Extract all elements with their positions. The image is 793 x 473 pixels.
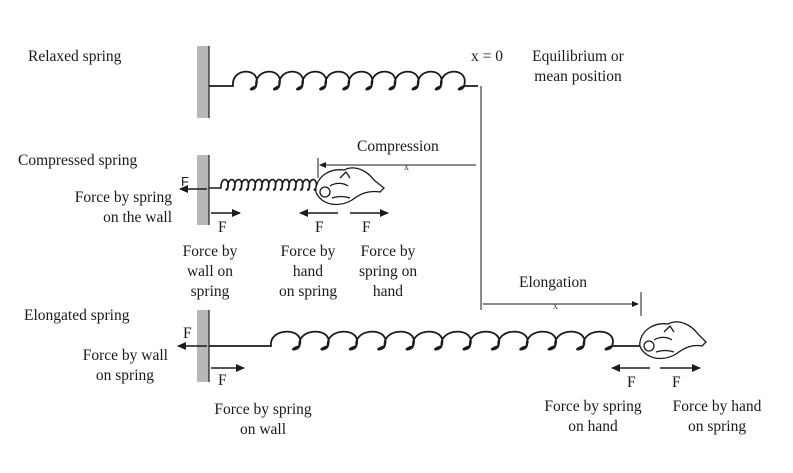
compressed-force-f-wall: F xyxy=(181,174,189,189)
spring-on-hand-line1: Force by xyxy=(360,243,416,260)
relaxed-spring-label: Relaxed spring xyxy=(28,48,122,65)
elong-wall-on-spring-line2: on spring xyxy=(95,367,154,384)
compressed-wall xyxy=(197,155,209,225)
wall-on-spring-line2: wall on xyxy=(186,263,234,280)
elong-f-wall-left: F xyxy=(183,325,192,342)
elong-f-hand-right: F xyxy=(672,374,681,391)
x0-label: x = 0 xyxy=(471,48,503,65)
elong-spring-on-wall-line2: on wall xyxy=(239,421,287,438)
elong-spring-on-hand-line2: on hand xyxy=(568,418,618,435)
wall-on-spring-line1: Force by xyxy=(182,243,238,260)
relaxed-coil xyxy=(209,70,478,91)
elong-f-hand-left: F xyxy=(627,374,636,391)
compressing-hand xyxy=(315,167,385,206)
elong-hand-on-spring-line2: on spring xyxy=(687,418,747,435)
force-spring-on-wall-line2: on the wall xyxy=(103,209,172,226)
force-spring-on-wall-line1: Force by spring xyxy=(74,189,172,206)
elong-wall-on-spring-line1: Force by wall xyxy=(82,347,168,364)
elongated-coil xyxy=(209,330,640,351)
equilibrium-label-line1: Equilibrium or xyxy=(532,48,624,65)
spring-on-hand-line2: spring on xyxy=(358,263,418,280)
elongation-label: Elongation xyxy=(519,274,588,291)
elong-f-wall-right: F xyxy=(218,372,227,389)
compressed-spring-group xyxy=(179,155,476,225)
equilibrium-label-line2: mean position xyxy=(534,68,622,85)
elong-spring-on-wall-line1: Force by spring xyxy=(214,401,312,418)
elong-hand-on-spring-line1: Force by hand xyxy=(672,398,762,415)
relaxed-spring-group xyxy=(197,46,478,118)
hand-on-spring-line3: on spring xyxy=(278,283,338,300)
hand-on-spring-line2: hand xyxy=(292,263,324,280)
compressed-f1: F xyxy=(218,219,227,236)
relaxed-wall xyxy=(197,46,209,118)
compression-x-label: x xyxy=(404,162,409,173)
wall-on-spring-line3: spring xyxy=(190,283,230,300)
elongated-spring-label: Elongated spring xyxy=(24,307,130,324)
compressed-coil xyxy=(209,178,320,191)
compressed-spring-label: Compressed spring xyxy=(18,152,138,169)
elongation-x-label: x xyxy=(553,301,558,312)
spring-on-hand-line3: hand xyxy=(372,283,404,300)
compression-label: Compression xyxy=(357,138,439,155)
pulling-hand xyxy=(639,321,707,360)
compressed-f3: F xyxy=(362,219,371,236)
compressed-f2: F xyxy=(315,219,324,236)
elong-spring-on-hand-line1: Force by spring xyxy=(544,398,642,415)
hand-on-spring-line1: Force by xyxy=(280,243,336,260)
elongated-spring-group xyxy=(177,292,707,382)
